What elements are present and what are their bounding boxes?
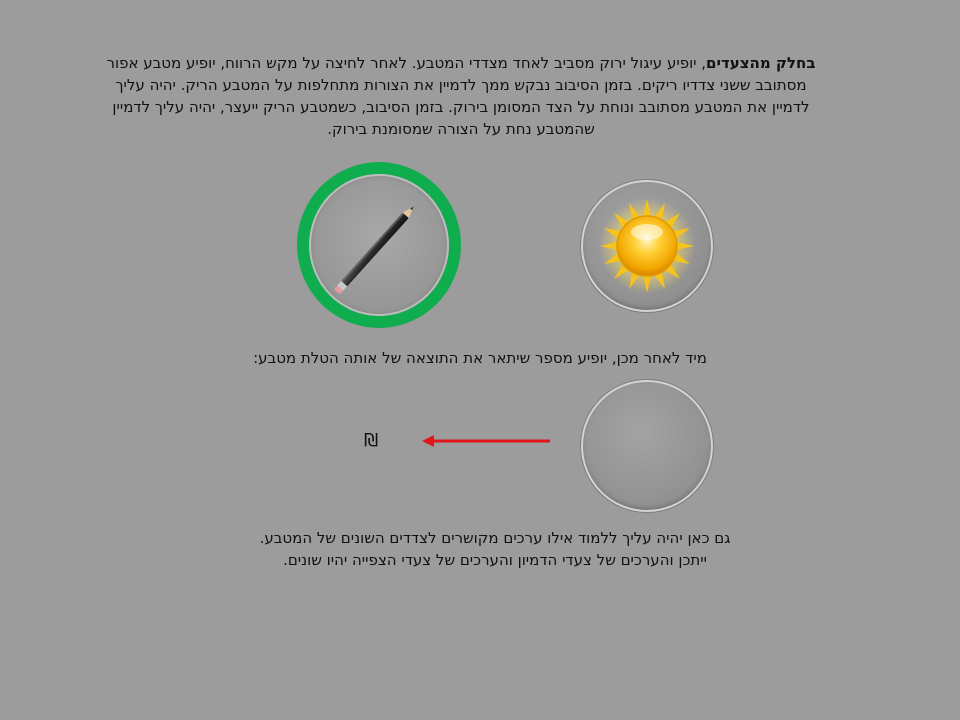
highlighted-coin-pencil xyxy=(297,162,461,328)
arrow-left-icon xyxy=(422,435,550,447)
coin-sun xyxy=(581,180,713,312)
intro-text: , יופיע עיגול ירוק מסביב לאחד מצדדי המטב… xyxy=(106,54,810,138)
sun-icon xyxy=(599,198,695,294)
outro-line-2: ייתכן והערכים של צעדי הדמיון והערכים של … xyxy=(283,551,707,569)
result-paragraph: מיד לאחר מכן, יופיע מספר שיתאר את התוצאה… xyxy=(253,349,707,367)
coin-empty xyxy=(581,380,713,512)
currency-symbol: ₪ xyxy=(364,430,379,451)
intro-bold-lead: בחלק מהצעדים xyxy=(706,54,816,72)
outro-paragraph: גם כאן יהיה עליך ללמוד אילו ערכים מקושרי… xyxy=(200,527,790,571)
outro-line-1: גם כאן יהיה עליך ללמוד אילו ערכים מקושרי… xyxy=(259,529,731,547)
intro-paragraph: בחלק מהצעדים, יופיע עיגול ירוק מסביב לאח… xyxy=(105,52,817,140)
pencil-icon xyxy=(334,206,414,294)
